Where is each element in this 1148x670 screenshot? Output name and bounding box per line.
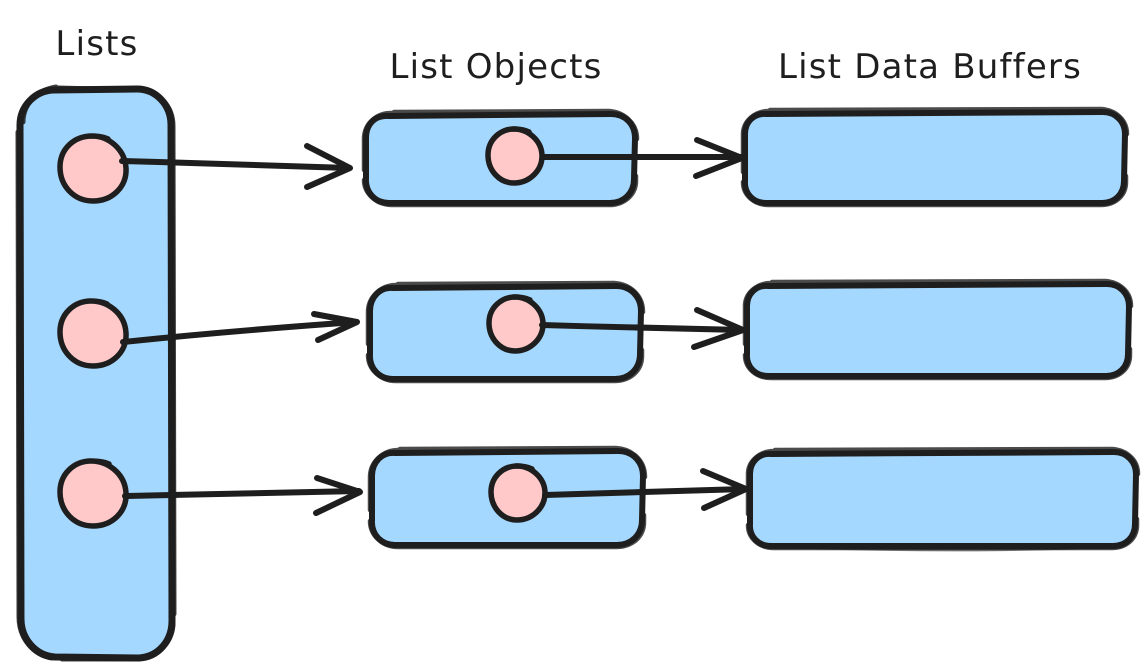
data-buffer-1[interactable] [740, 106, 1130, 208]
arrow-list-2-to-object-2[interactable] [120, 311, 360, 345]
arrow-list-3-to-object-3-head [313, 475, 363, 516]
list-pointer-3-outline [57, 458, 129, 529]
heading-list-data-buffers: List Data Buffers [778, 47, 1082, 87]
arrow-object-2-to-buffer-2-head [691, 307, 746, 350]
lists-container-fill [19, 89, 173, 658]
arrow-list-3-to-object-3[interactable] [122, 475, 363, 516]
buffer-pointer-2-fill [490, 297, 542, 350]
heading-lists: Lists [55, 24, 138, 64]
data-buffer-2[interactable] [742, 278, 1134, 381]
arrow-list-1-to-object-1-shaft [119, 158, 352, 171]
buffer-pointer-2[interactable] [486, 294, 546, 354]
data-buffer-3-bottom-ink [798, 544, 1112, 552]
data-buffer-3-outline-b [745, 446, 1141, 551]
buffer-pointer-3[interactable] [488, 463, 548, 523]
buffer-pointer-3-outline [488, 463, 548, 523]
list-object-2[interactable] [365, 280, 646, 384]
arrow-object-2-to-buffer-2-shaft [539, 322, 745, 333]
data-buffer-1-fill [745, 112, 1124, 202]
data-buffer-2-fill [747, 284, 1128, 375]
data-buffer-1-outline-b [740, 106, 1130, 208]
list-object-3[interactable] [367, 445, 648, 550]
list-object-1-outline-b [361, 108, 640, 208]
arrows [119, 137, 749, 516]
data-buffers [740, 106, 1141, 552]
list-pointer-3-fill [61, 461, 125, 525]
arrow-object-3-to-buffer-3-shaft [542, 486, 748, 498]
list-pointer-2-outline [57, 298, 129, 369]
arrow-list-2-to-object-2-head [311, 311, 360, 343]
list-pointers [57, 133, 129, 529]
column-headings: Lists List Objects List Data Buffers [55, 24, 1082, 87]
buffer-pointer-2-outline [486, 294, 546, 354]
list-pointer-3[interactable] [57, 458, 129, 529]
heading-list-objects: List Objects [389, 47, 602, 87]
buffer-pointer-3-fill [492, 466, 544, 519]
list-pointer-1-fill [61, 136, 125, 200]
list-object-2-outline-b [365, 280, 646, 384]
data-buffer-3[interactable] [745, 446, 1141, 552]
arrow-object-2-to-buffer-2[interactable] [539, 307, 746, 350]
arrow-list-1-to-object-1-head [304, 143, 353, 190]
list-object-3-outline-b [367, 445, 648, 550]
arrow-object-3-to-buffer-3[interactable] [542, 468, 749, 511]
arrow-list-1-to-object-1[interactable] [119, 143, 353, 190]
list-pointer-2[interactable] [57, 298, 129, 369]
buffer-pointer-1-outline [485, 126, 545, 186]
list-object-1[interactable] [361, 108, 640, 208]
buffer-pointer-1-fill [489, 129, 541, 182]
arrow-object-3-to-buffer-3-head [700, 468, 749, 511]
lists-container-outline-b [15, 84, 177, 662]
arrow-object-1-to-buffer-1[interactable] [540, 137, 745, 179]
list-pointer-2-fill [61, 301, 125, 365]
buffer-pointer-1[interactable] [485, 126, 545, 186]
data-buffer-3-fill [750, 452, 1135, 545]
arrow-list-3-to-object-3-shaft [122, 488, 362, 499]
list-objects [361, 108, 648, 550]
arrow-object-1-to-buffer-1-head [693, 137, 745, 179]
arrow-list-2-to-object-2-shaft [120, 319, 359, 345]
lists-container[interactable] [15, 84, 177, 662]
data-buffer-2-outline-b [742, 278, 1134, 381]
list-pointer-1[interactable] [57, 133, 129, 204]
